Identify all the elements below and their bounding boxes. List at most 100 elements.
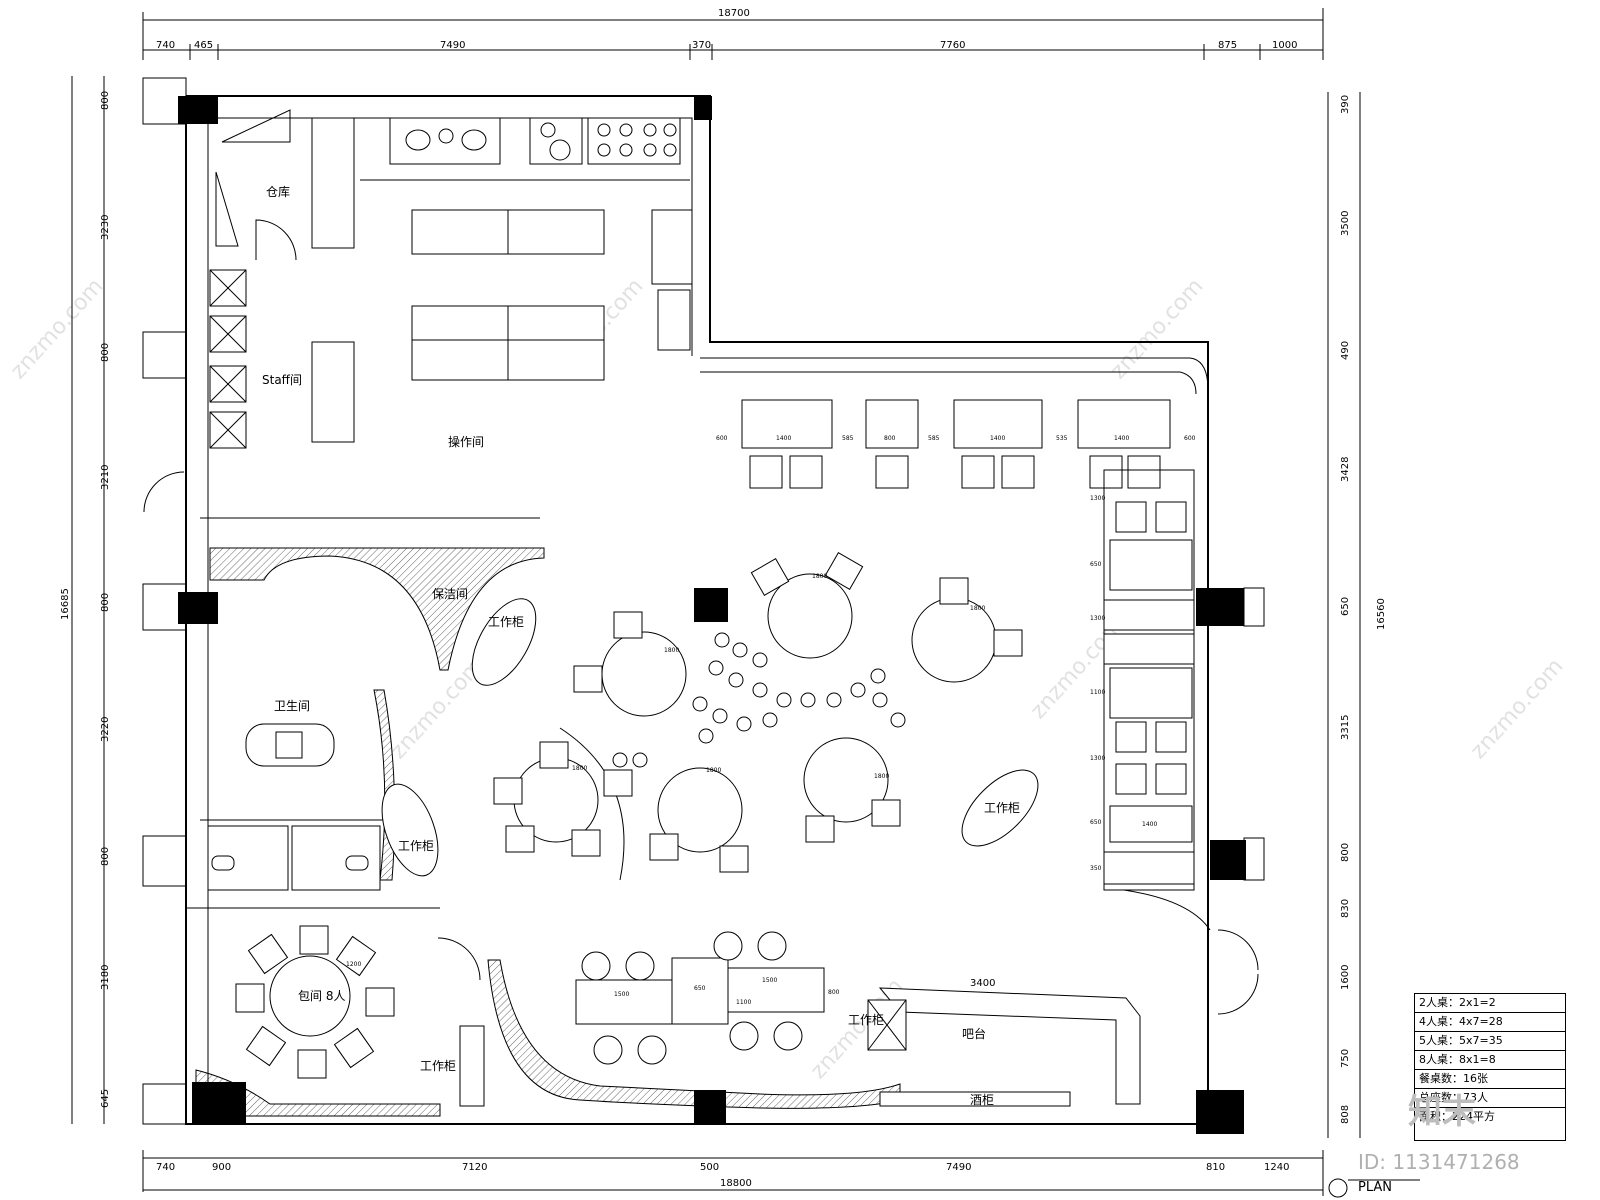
dim-bottom-seg: 1240 [1264, 1162, 1289, 1173]
room-label-restroom: 卫生间 [274, 699, 310, 713]
booth-seat [1103, 633, 1195, 665]
chair [824, 552, 864, 590]
long-table: 1500 650 1500 800 1100 [575, 931, 840, 1065]
stool-cluster [612, 632, 906, 768]
chair [333, 1027, 375, 1069]
dim-right-seg: 800 [1340, 843, 1351, 862]
legend-row: 4人桌：4x7=28 [1415, 1013, 1565, 1032]
chair [235, 983, 265, 1013]
chair [493, 777, 523, 805]
chair [1155, 721, 1187, 753]
stool [773, 1021, 803, 1051]
dining-cluster: 1800 1800 1800 1800 1800 1800 1200 [346, 552, 1023, 968]
dim-long-table: 1500 [614, 991, 629, 998]
chair [649, 833, 679, 861]
chair [805, 815, 835, 843]
watermark-text: znzmo.com [1466, 654, 1569, 764]
table [601, 631, 687, 717]
room-label-kitchen: 操作间 [448, 434, 484, 449]
room-label-display: 酒柜 [970, 1093, 994, 1107]
dim-bottom-seg: 740 [156, 1162, 175, 1173]
dim-right-seg: 830 [1340, 899, 1351, 918]
room-label-workstation: 工作柜 [848, 1013, 884, 1027]
room-label-workstation: 工作柜 [984, 801, 1020, 815]
stool [757, 931, 787, 961]
dim-bottom-seg: 7490 [946, 1162, 971, 1173]
chair [247, 933, 289, 975]
table [657, 767, 743, 853]
dim-left-seg: 800 [100, 91, 111, 110]
chair [875, 455, 909, 489]
chair [1115, 501, 1147, 533]
dim-round-table: 1800 [706, 767, 721, 774]
dim-long-table: 1100 [736, 999, 751, 1006]
column [694, 96, 712, 120]
chair [571, 829, 601, 857]
table [741, 399, 833, 449]
column [694, 588, 728, 622]
dim-top-seg: 370 [692, 40, 711, 51]
chair [335, 935, 377, 977]
chair [871, 799, 901, 827]
watermark-text: znzmo.com [6, 274, 109, 384]
dim-bar-seat: 535 [1056, 435, 1068, 442]
chair [505, 825, 535, 853]
dim-bottom-seg: 500 [700, 1162, 719, 1173]
chair [297, 1049, 327, 1079]
legend-row: 2人桌：2x1=2 [1415, 994, 1565, 1013]
room-label-workstation: 工作柜 [398, 839, 434, 853]
dim-left-seg: 3210 [100, 465, 111, 490]
table [671, 957, 729, 1025]
dim-round-table: 1200 [346, 961, 361, 968]
dim-bar-seat: 1400 [776, 435, 791, 442]
chair [1127, 455, 1161, 489]
dim-right-seg: 390 [1340, 95, 1351, 114]
brand-watermark: 知末 [1408, 1092, 1476, 1132]
booth-seat [1103, 599, 1195, 631]
dim-right-seg: 808 [1340, 1105, 1351, 1124]
legend-row: 总座数：73人 [1415, 1089, 1565, 1108]
dim-round-table: 1800 [572, 765, 587, 772]
dim-left-total: 16685 [60, 588, 71, 620]
dim-booth: 1300 [1090, 615, 1105, 622]
dim-booth: 1300 [1090, 495, 1105, 502]
dim-left-seg: 800 [100, 593, 111, 612]
dim-top-total: 18700 [718, 8, 750, 19]
kitchen: 操作间 [311, 117, 693, 449]
dim-bottom-total: 18800 [720, 1178, 752, 1189]
dim-bar-seat: 600 [716, 435, 728, 442]
workstation-pod [961, 769, 1039, 847]
dim-top-seg: 7490 [440, 40, 465, 51]
dim-right-seg: 3500 [1340, 211, 1351, 236]
dim-left-seg: 645 [100, 1089, 111, 1108]
table [1077, 399, 1171, 449]
chair [245, 1025, 287, 1067]
table [953, 399, 1043, 449]
chair [719, 845, 749, 873]
table [727, 967, 825, 1013]
seating-legend: 2人桌：2x1=2 4人桌：4x7=28 5人桌：5x7=35 8人桌：8x1=… [1414, 993, 1566, 1141]
plan-title: PLAN [1358, 1180, 1392, 1195]
room-label-storage: 仓库 [266, 184, 290, 199]
dim-bar-seat: 1400 [1114, 435, 1129, 442]
chair [603, 769, 633, 797]
chair [750, 558, 790, 596]
dim-right-seg: 750 [1340, 1049, 1351, 1068]
table [803, 737, 889, 823]
dim-right-seg: 490 [1340, 341, 1351, 360]
stool [713, 931, 743, 961]
dim-booth: 350 [1090, 865, 1102, 872]
dim-booth: 1400 [1142, 821, 1157, 828]
dim-top-seg: 465 [194, 40, 213, 51]
room-label-private: 包间 8人 [298, 989, 345, 1003]
booth-table [1109, 805, 1193, 843]
dim-bar-seat: 800 [884, 435, 896, 442]
table [575, 979, 673, 1025]
dim-bottom-seg: 7120 [462, 1162, 487, 1173]
dim-right-seg: 3315 [1340, 715, 1351, 740]
chair [1001, 455, 1035, 489]
restroom-area: 保洁间 卫生间 [207, 547, 545, 891]
dim-round-table: 1800 [664, 647, 679, 654]
room-label-workstation: 工作柜 [488, 615, 524, 629]
